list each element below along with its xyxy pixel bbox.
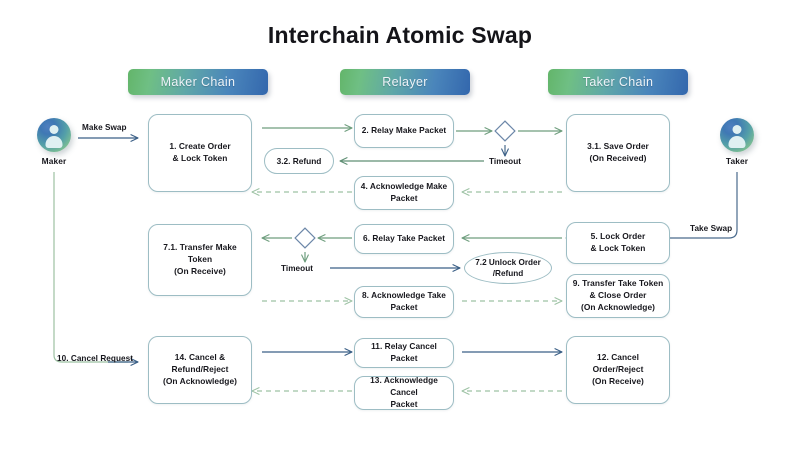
node-lock-order-label: 5. Lock Order& Lock Token <box>590 231 646 253</box>
column-header-relayer: Relayer <box>340 69 470 95</box>
node-create-order-label: 1. Create Order& Lock Token <box>169 141 231 163</box>
node-relay-cancel-packet[interactable]: 11. Relay Cancel Packet <box>354 338 454 368</box>
actor-maker-label: Maker <box>41 156 67 166</box>
column-header-maker-chain: Maker Chain <box>128 69 268 95</box>
node-relay-take-packet-label: 6. Relay Take Packet <box>362 233 446 244</box>
node-transfer-take-token[interactable]: 9. Transfer Take Token& Close Order(On A… <box>566 274 670 318</box>
actor-maker[interactable]: Maker <box>31 118 77 166</box>
node-create-order[interactable]: 1. Create Order& Lock Token <box>148 114 252 192</box>
node-save-order-label: 3.1. Save Order(On Received) <box>587 141 649 163</box>
avatar-head-icon <box>732 125 742 134</box>
node-save-order[interactable]: 3.1. Save Order(On Received) <box>566 114 670 192</box>
node-refund-label: 3.2. Refund <box>276 156 322 166</box>
node-cancel-refund-reject[interactable]: 14. Cancel & Refund/Reject(On Acknowledg… <box>148 336 252 404</box>
edge-label-timeout-mid: Timeout <box>281 264 314 273</box>
node-transfer-make-token-label: 7.1. Transfer Make Token(On Receive) <box>163 242 237 276</box>
node-lock-order[interactable]: 5. Lock Order& Lock Token <box>566 222 670 264</box>
node-cancel-order-reject-label: 12. Cancel Order/Reject(On Receive) <box>592 352 644 386</box>
node-transfer-take-token-label: 9. Transfer Take Token& Close Order(On A… <box>572 278 664 312</box>
edge-label-take-swap: Take Swap <box>690 224 733 233</box>
node-transfer-make-token[interactable]: 7.1. Transfer Make Token(On Receive) <box>148 224 252 296</box>
column-header-taker-chain-label: Taker Chain <box>582 75 654 89</box>
actor-taker-label: Taker <box>725 156 749 166</box>
node-cancel-order-reject[interactable]: 12. Cancel Order/Reject(On Receive) <box>566 336 670 404</box>
node-relay-take-packet[interactable]: 6. Relay Take Packet <box>354 224 454 254</box>
column-header-taker-chain: Taker Chain <box>548 69 688 95</box>
avatar-head-icon <box>49 125 59 134</box>
edge-maker-lifeline <box>53 172 128 363</box>
timeout-decision-mid-diamond-icon <box>294 227 316 249</box>
user-avatar-icon <box>720 118 754 152</box>
node-unlock-order[interactable]: 7.2 Unlock Order/Refund <box>464 252 552 284</box>
node-relay-make-packet[interactable]: 2. Relay Make Packet <box>354 114 454 148</box>
node-cancel-refund-reject-label: 14. Cancel & Refund/Reject(On Acknowledg… <box>162 352 237 386</box>
user-avatar-icon <box>37 118 71 152</box>
node-relay-cancel-packet-label: 11. Relay Cancel Packet <box>371 341 437 363</box>
node-unlock-order-label: 7.2 Unlock Order/Refund <box>475 257 541 278</box>
edge-label-make-swap: Make Swap <box>82 123 127 132</box>
column-header-relayer-label: Relayer <box>382 75 428 89</box>
edge-label-cancel-request: 10. Cancel Request <box>57 354 133 363</box>
column-header-maker-chain-label: Maker Chain <box>160 75 236 89</box>
edge-label-timeout-top: Timeout <box>489 157 522 166</box>
node-refund[interactable]: 3.2. Refund <box>264 148 334 174</box>
actor-taker[interactable]: Taker <box>714 118 760 166</box>
edge-taker-lifeline <box>580 172 738 239</box>
avatar-body-icon <box>45 136 63 148</box>
node-relay-make-packet-label: 2. Relay Make Packet <box>361 125 447 136</box>
avatar-body-icon <box>728 136 746 148</box>
page-title: Interchain Atomic Swap <box>267 22 533 48</box>
timeout-decision-top-diamond-icon <box>494 120 516 142</box>
